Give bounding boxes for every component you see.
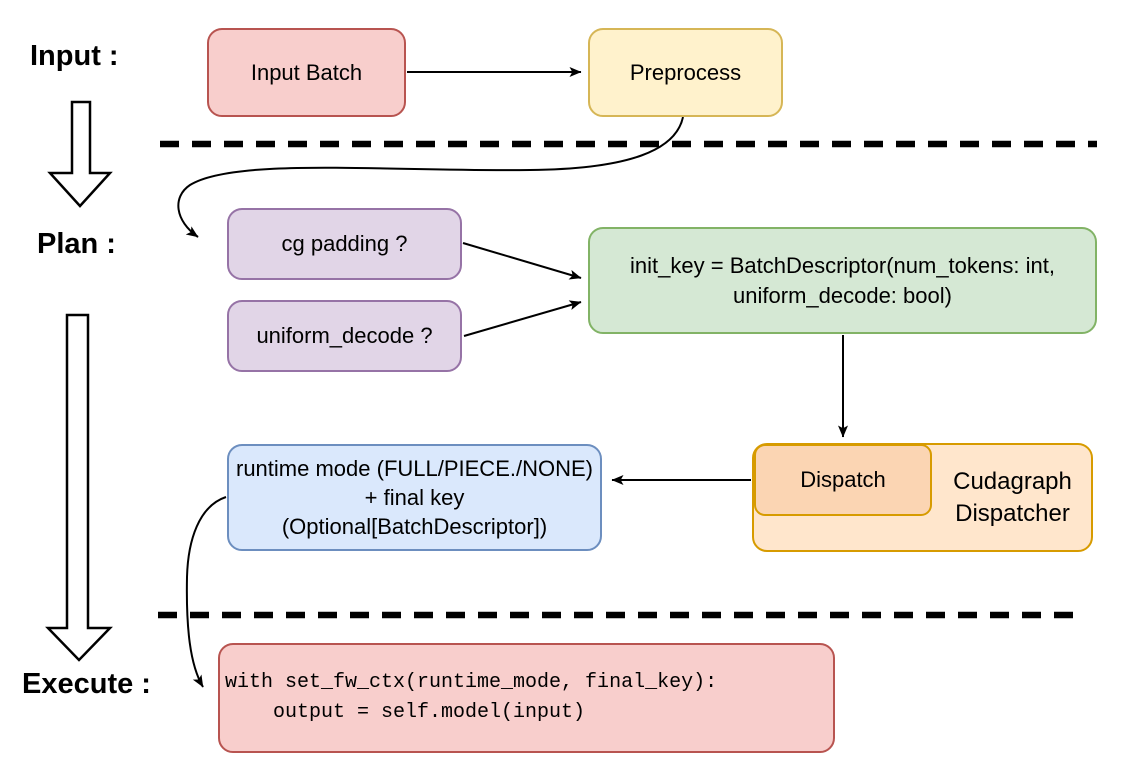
node-execute-code: with set_fw_ctx(runtime_mode, final_key)… [218, 643, 835, 753]
node-input-batch-label: Input Batch [250, 59, 363, 85]
code-line2: output = self.model(input) [225, 701, 586, 724]
node-runtime-line1: runtime mode (FULL/PIECE./NONE) [236, 455, 593, 481]
node-preprocess: Preprocess [588, 28, 783, 117]
section-label-input: Input : [30, 40, 119, 72]
node-dispatch-label: Dispatch [800, 467, 886, 493]
node-input-batch: Input Batch [207, 28, 406, 117]
section-label-plan: Plan : [37, 228, 116, 260]
arrow-uniformdecode-to-initkey [463, 300, 582, 337]
dispatcher-label-line1: Cudagraph [953, 467, 1072, 495]
node-init-key: init_key = BatchDescriptor(num_tokens: i… [588, 227, 1097, 334]
node-init-key-line2: uniform_decode: bool) [733, 282, 952, 308]
node-uniform-decode: uniform_decode ? [227, 300, 462, 372]
node-preprocess-label: Preprocess [629, 59, 742, 85]
node-runtime-mode: runtime mode (FULL/PIECE./NONE) + final … [227, 444, 602, 551]
node-dispatch: Dispatch [754, 444, 932, 516]
node-init-key-line1: init_key = BatchDescriptor(num_tokens: i… [630, 253, 1055, 279]
node-runtime-line2: + final key (Optional[BatchDescriptor]) [281, 484, 548, 540]
section-label-execute: Execute : [22, 668, 151, 700]
arrow-cgpadding-to-initkey [462, 242, 582, 280]
curve-runtime-to-code [185, 496, 227, 688]
block-arrow-input-to-plan-icon [47, 100, 113, 208]
curve-preprocess-to-cgpadding [177, 116, 684, 238]
node-cg-padding-label: cg padding ? [281, 231, 408, 257]
node-cg-padding: cg padding ? [227, 208, 462, 280]
block-arrow-plan-to-execute-icon [45, 313, 113, 662]
dispatcher-label-line2: Dispatcher [955, 499, 1070, 527]
code-line1: with set_fw_ctx(runtime_mode, final_key)… [225, 671, 718, 694]
node-uniform-decode-label: uniform_decode ? [256, 323, 433, 349]
node-cudagraph-dispatcher-label: Cudagraph Dispatcher [932, 443, 1093, 552]
